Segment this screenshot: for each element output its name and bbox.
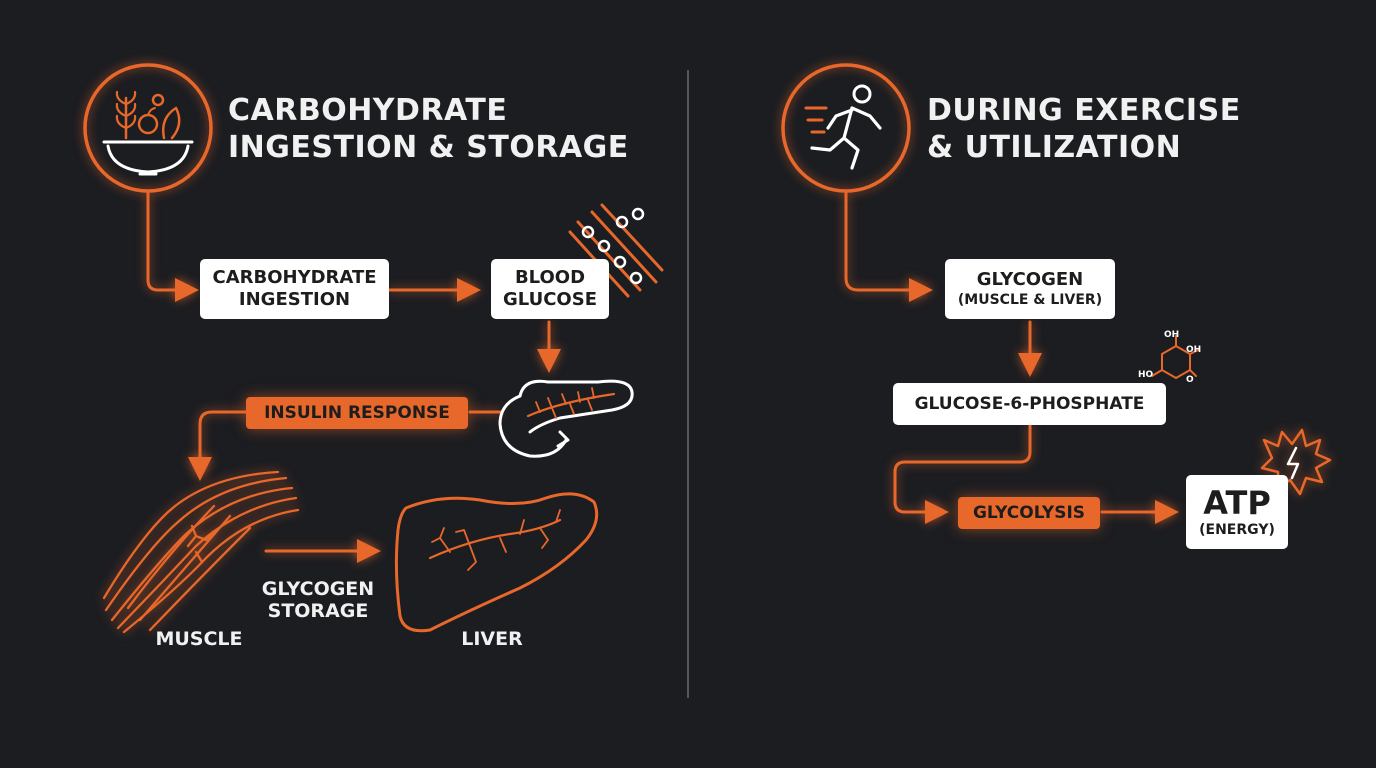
glucose-6-phosphate-box: GLUCOSE-6-PHOSPHATE [894,384,1165,424]
arrow-g6p-to-glycolysis [893,423,1032,524]
molecule-label-oh-top: OH [1164,330,1180,340]
carb-box-line1: CARBOHYDRATE [212,267,377,288]
right-section-title: DURING EXERCISE & UTILIZATION [927,92,1241,166]
carb-box-line2: INGESTION [238,289,351,310]
pancreas-icon [498,379,634,458]
glucose-molecule-icon [1151,335,1199,380]
liver-label-text: LIVER [461,628,523,650]
right-title-line1: DURING EXERCISE [927,93,1241,128]
energy-burst-icon [1260,428,1332,496]
runner-circle [781,63,911,193]
molecule-label-ho: HO [1138,370,1154,380]
right-title-line2: & UTILIZATION [927,130,1182,165]
glycogen-box: GLYCOGEN (MUSCLE & LIVER) [946,260,1114,318]
molecule-label-o: O [1186,375,1194,385]
liver-label: LIVER [440,628,544,650]
runner-icon [804,84,882,170]
left-title-line1: CARBOHYDRATE [228,93,508,128]
atp-energy-box: ATP (ENERGY) [1187,476,1287,548]
molecule-label-oh-right: OH [1186,345,1202,355]
insulin-response-label: INSULIN RESPONSE [264,403,450,423]
carbohydrate-ingestion-box: CARBOHYDRATE INGESTION [201,260,388,318]
glycogen-box-line2: (MUSCLE & LIVER) [957,292,1103,308]
muscle-label-text: MUSCLE [155,628,243,650]
muscle-label: MUSCLE [140,628,258,650]
blood-box-line2: GLUCOSE [503,289,597,310]
food-bowl-icon [102,90,194,176]
left-section-title: CARBOHYDRATE INGESTION & STORAGE [228,92,629,166]
storage-label-line2: STORAGE [267,600,369,622]
insulin-response-box: INSULIN RESPONSE [246,397,468,429]
g6p-box-label: GLUCOSE-6-PHOSPHATE [914,394,1145,414]
arrow-insulin-to-muscle [188,410,248,481]
blood-glucose-box: BLOOD GLUCOSE [492,260,608,318]
glycolysis-label: GLYCOLYSIS [972,503,1086,523]
glycogen-box-line1: GLYCOGEN [976,269,1084,290]
food-circle [83,63,213,193]
left-title-line2: INGESTION & STORAGE [228,130,629,165]
energy-label: (ENERGY) [1199,522,1275,538]
atp-label: ATP [1203,484,1271,522]
liver-icon [394,492,599,633]
storage-label-line1: GLYCOGEN [261,578,375,600]
glycolysis-box: GLYCOLYSIS [958,497,1100,529]
muscle-icon [102,470,300,634]
arrow-bowl-to-carb [146,191,199,302]
arrow-runner-to-glycogen [844,191,933,302]
glycogen-storage-label: GLYCOGEN STORAGE [250,578,386,622]
blood-box-line1: BLOOD [514,267,586,288]
